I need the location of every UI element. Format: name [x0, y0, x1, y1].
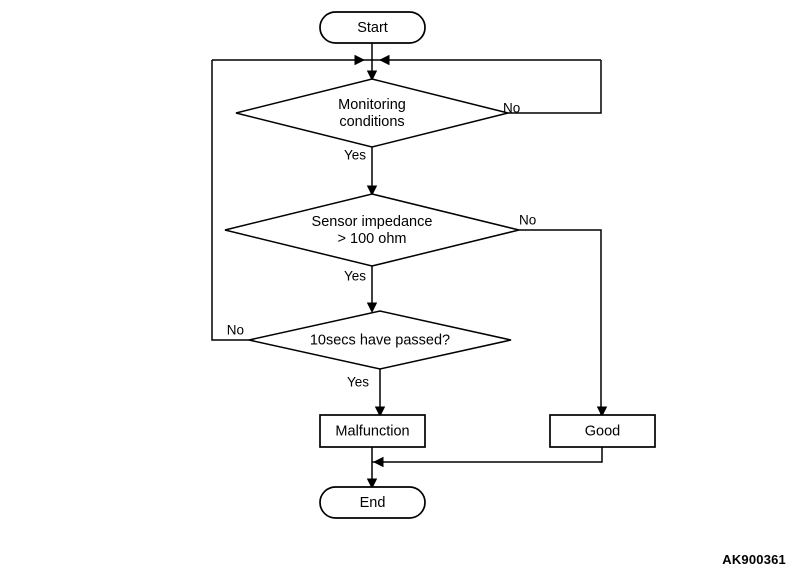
node-label-start: Start: [357, 20, 388, 36]
node-shape-sensor_impedance: [224, 193, 520, 267]
node-shape-good: [549, 414, 656, 448]
edges-layer: [211, 43, 603, 487]
arrowhead-into-tensecs: [366, 302, 378, 313]
edge-label-tensecs-yes: Yes: [347, 375, 369, 390]
arrowhead-merge-right-arrow: [379, 54, 390, 66]
node-good: Good: [549, 414, 656, 448]
edge-label-impedance-yes: Yes: [344, 269, 366, 284]
node-shape-ten_secs_passed: [248, 310, 512, 370]
edge-label-impedance-no: No: [519, 213, 536, 228]
node-label-end: End: [360, 495, 386, 511]
node-label-ten_secs_passed-line1: 10secs have passed?: [310, 332, 450, 348]
edge-impedance-no-right: [519, 229, 602, 415]
edge-monitoring-no-right: [508, 60, 602, 114]
node-shape-monitoring_conditions: [235, 78, 509, 148]
arrowhead-into-good: [596, 406, 608, 417]
arrowhead-good-join-arrow: [373, 456, 384, 468]
node-label-sensor_impedance-line1: Sensor impedance: [312, 214, 433, 230]
node-label-good: Good: [585, 423, 620, 439]
node-end: End: [319, 486, 426, 519]
node-label-sensor_impedance-line2: > 100 ohm: [338, 231, 407, 247]
node-ten_secs_passed: 10secs have passed?: [248, 310, 512, 370]
edge-label-monitoring-no: No: [503, 101, 520, 116]
edge-good-to-end-join: [372, 447, 603, 463]
node-shape-end: [319, 486, 426, 519]
edge-label-monitoring-yes: Yes: [344, 148, 366, 163]
node-label-malfunction: Malfunction: [335, 423, 409, 439]
node-shape-malfunction: [319, 414, 426, 448]
node-malfunction: Malfunction: [319, 414, 426, 448]
arrowhead-into-end: [366, 478, 378, 489]
arrowheads-layer: [354, 54, 608, 489]
node-start: Start: [319, 11, 426, 44]
arrowhead-into-impedance: [366, 185, 378, 196]
node-sensor_impedance: Sensor impedance> 100 ohm: [224, 193, 520, 267]
node-label-monitoring_conditions-line2: conditions: [339, 114, 404, 130]
edge-tensecs-no-left: [211, 60, 249, 341]
node-label-monitoring_conditions-line1: Monitoring: [338, 97, 406, 113]
arrowhead-into-monitoring: [366, 70, 378, 81]
figure-id-label: AK900361: [722, 552, 786, 567]
edge-label-tensecs-no: No: [227, 323, 244, 338]
arrowhead-merge-left-arrow: [354, 54, 365, 66]
arrowhead-into-malfunction: [374, 406, 386, 417]
node-shape-start: [319, 11, 426, 44]
